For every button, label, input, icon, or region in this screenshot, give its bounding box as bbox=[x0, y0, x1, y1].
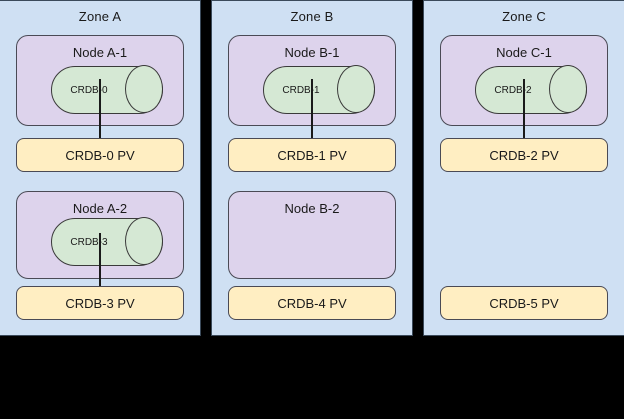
zone-panel-a: Zone A Node A-1 CRDB-0 CRDB-0 PV Node A-… bbox=[0, 0, 201, 336]
pv-box-crdb-4[interactable]: CRDB-4 PV bbox=[228, 286, 396, 320]
connector-b-1 bbox=[311, 79, 313, 139]
pod-label-crdb-3: CRDB-3 bbox=[70, 236, 108, 248]
node-label-c-1: Node C-1 bbox=[496, 45, 552, 60]
node-label-b-2: Node B-2 bbox=[284, 201, 340, 216]
zone-title-b: Zone B bbox=[290, 9, 334, 24]
database-cylinder-crdb-2[interactable]: CRDB-2 bbox=[475, 65, 587, 114]
connector-c-1 bbox=[523, 79, 525, 139]
pod-label-crdb-1: CRDB-1 bbox=[282, 84, 320, 96]
cylinder-cap-icon bbox=[549, 65, 587, 113]
pv-box-crdb-3[interactable]: CRDB-3 PV bbox=[16, 286, 184, 320]
connector-a-1 bbox=[99, 79, 101, 139]
node-label-a-2: Node A-2 bbox=[72, 201, 128, 216]
database-cylinder-crdb-3[interactable]: CRDB-3 bbox=[51, 217, 163, 266]
node-label-a-1: Node A-1 bbox=[72, 45, 128, 60]
database-cylinder-crdb-0[interactable]: CRDB-0 bbox=[51, 65, 163, 114]
pod-label-crdb-0: CRDB-0 bbox=[70, 84, 108, 96]
pod-label-crdb-2: CRDB-2 bbox=[494, 84, 532, 96]
cylinder-cap-icon bbox=[337, 65, 375, 113]
node-box-b-2[interactable]: Node B-2 bbox=[228, 191, 396, 279]
cylinder-cap-icon bbox=[125, 65, 163, 113]
pv-box-crdb-2[interactable]: CRDB-2 PV bbox=[440, 138, 608, 172]
pv-box-crdb-5[interactable]: CRDB-5 PV bbox=[440, 286, 608, 320]
database-cylinder-crdb-1[interactable]: CRDB-1 bbox=[263, 65, 375, 114]
zone-panel-b: Zone B Node B-1 CRDB-1 CRDB-1 PV Node B-… bbox=[211, 0, 413, 336]
zone-title-a: Zone A bbox=[78, 9, 122, 24]
pv-box-crdb-1[interactable]: CRDB-1 PV bbox=[228, 138, 396, 172]
zone-panel-c: Zone C Node C-1 CRDB-2 CRDB-2 PV CRDB-5 … bbox=[423, 0, 624, 336]
cylinder-cap-icon bbox=[125, 217, 163, 265]
node-label-b-1: Node B-1 bbox=[284, 45, 340, 60]
zone-title-c: Zone C bbox=[502, 9, 546, 24]
node-box-a-1[interactable]: Node A-1 CRDB-0 bbox=[16, 35, 184, 126]
node-box-b-1[interactable]: Node B-1 CRDB-1 bbox=[228, 35, 396, 126]
pv-box-crdb-0[interactable]: CRDB-0 PV bbox=[16, 138, 184, 172]
connector-a-2 bbox=[99, 233, 101, 287]
